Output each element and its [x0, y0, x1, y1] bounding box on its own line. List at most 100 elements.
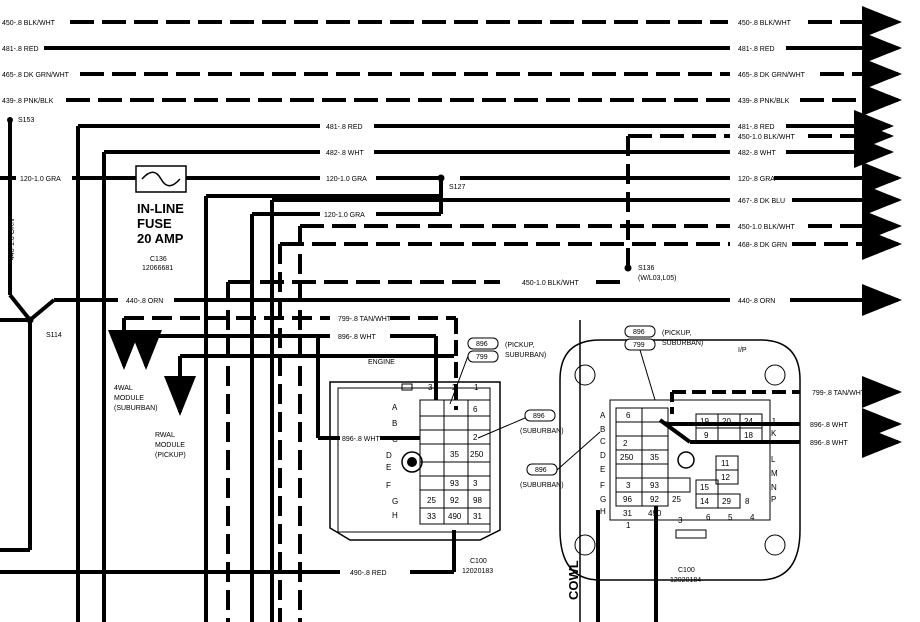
fuse-label: 20 AMP [137, 231, 184, 246]
cavity-number: 2 [452, 383, 457, 392]
row-letter: N [771, 483, 777, 492]
inline-fuse: IN-LINE FUSE 20 AMP C136 12066681 [135, 165, 187, 272]
wire-896-engine: 896-.8 WHT [316, 336, 420, 443]
cavity-number: 3 [428, 383, 433, 392]
wire-440-orn: 440-.8 ORN 440-.8 ORN S114 [0, 284, 902, 552]
engine-cavity-grid [419, 399, 491, 525]
wire-label: 482-.8 WHT [738, 150, 776, 157]
wire-label: 439-.8 PNK/BLK [738, 98, 790, 105]
callout-label: 896 [476, 341, 488, 348]
wire-label: 481-.8 RED [326, 124, 363, 131]
cavity-label: 96 [623, 495, 632, 504]
wire-label: 896-.8 WHT [810, 422, 848, 429]
wire-label: 450-1.0 BLK/WHT [738, 224, 796, 231]
wire-481: 481-.8 RED 481-.8 RED [2, 32, 902, 64]
cavity-label: 35 [450, 450, 459, 459]
wire-label: 482-.8 WHT [326, 150, 364, 157]
cavity-label: 12 [721, 473, 730, 482]
connector-part: 12020183 [462, 568, 493, 575]
callout-label: 896 [533, 413, 545, 420]
fuse-label: IN-LINE [137, 201, 184, 216]
cavity-number: 5 [728, 513, 733, 522]
wire-label: 450-.8 BLK/WHT [2, 20, 56, 27]
row-letter: C [600, 437, 606, 446]
wire-label: 120-.8 GRA [738, 176, 775, 183]
wire-label: 481-.8 RED [2, 46, 39, 53]
connector-label: C100 [470, 558, 487, 565]
wire-label: 490-.8 RED [350, 570, 387, 577]
callout-note: SUBURBAN) [505, 352, 546, 359]
module-rwal: RWAL MODULE (PICKUP) [155, 432, 186, 459]
connector-title: I/P [738, 347, 747, 354]
splice-label: S127 [449, 184, 465, 191]
wire-467: 467-.8 DK BLU [272, 184, 902, 216]
wire-label: 450-.8 BLK/WHT [738, 20, 792, 27]
module-label: (PICKUP) [155, 452, 186, 459]
row-letter: F [600, 481, 605, 490]
callout-note: (SUBURBAN) [520, 482, 564, 489]
cavity-label: 31 [623, 509, 632, 518]
cavity-number: 4 [750, 513, 755, 522]
wire-label: 465-.8 DK GRN/WHT [2, 72, 70, 79]
wire-482: 482-.8 WHT 482-.8 WHT [104, 136, 894, 168]
cavity-label: 93 [650, 481, 659, 490]
connector-part: 12066681 [142, 265, 173, 272]
cavity-label: 31 [473, 512, 482, 521]
row-letter: P [771, 495, 776, 504]
module-label: MODULE [155, 442, 185, 449]
callout-label: 896 [633, 329, 645, 336]
connector-title: ENGINE [368, 359, 395, 366]
cavity-label: 8 [745, 497, 750, 506]
cavity-label: 2 [473, 433, 478, 442]
row-letter: H [392, 511, 398, 520]
splice-label: S114 [46, 332, 62, 339]
wire-label: 896-.8 WHT [338, 334, 376, 341]
wire-label: 450-1.0 BLK/WHT [738, 134, 796, 141]
cavity-number: 1 [626, 521, 631, 530]
connector-label: C136 [150, 256, 167, 263]
cavity-label: 2 [623, 439, 628, 448]
wire-label: 465-.8 DK GRN/WHT [738, 72, 806, 79]
row-letter: D [600, 451, 606, 460]
cavity-label: 18 [744, 431, 753, 440]
cavity-label: 93 [450, 479, 459, 488]
callout-label: 799 [633, 342, 645, 349]
module-4wal: 4WAL MODULE (SUBURBAN) [114, 385, 158, 412]
cavity-label: 25 [672, 495, 681, 504]
row-letter: B [392, 419, 397, 428]
connector-part: 12020184 [670, 577, 701, 584]
cavity-label: 35 [650, 453, 659, 462]
cavity-label: 490 [448, 512, 462, 521]
row-letter: F [386, 481, 391, 490]
callout-label: 896 [535, 467, 547, 474]
harness-verticals: 490-.8 RED [0, 126, 456, 622]
cavity-label: 6 [473, 405, 478, 414]
callout-note: (PICKUP, [505, 342, 534, 349]
wire-120-left: 120-1.0 GRA [0, 176, 136, 183]
ip-right-row-letters: J K L M N P [771, 417, 778, 504]
row-letter: E [386, 463, 391, 472]
wire-label: 120-1.0 GRA [20, 176, 61, 183]
cavity-label: 3 [473, 479, 478, 488]
row-letter: G [392, 497, 398, 506]
wire-label: 467-.8 DK BLU [738, 198, 785, 205]
cavity-label: 15 [700, 483, 709, 492]
callout-note: (PICKUP, [662, 330, 691, 337]
cavity-label: 33 [427, 512, 436, 521]
row-letter: D [386, 451, 392, 460]
cavity-label: 19 [700, 417, 709, 426]
cavity-label: 6 [626, 411, 631, 420]
wire-896-ip: 896-.8 WHT 896-.8 WHT [658, 408, 902, 458]
ip-connector: I/P A B C D E F G H J K L M N P [559, 339, 801, 584]
wire-450-top: 450-.8 BLK/WHT 450-.8 BLK/WHT [2, 6, 902, 38]
wire-label: 439-.8 PNK/BLK [2, 98, 54, 105]
wire-label: 440-.8 ORN [126, 298, 163, 305]
callout-note: (SUBURBAN) [520, 428, 564, 435]
row-letter: A [600, 411, 606, 420]
cavity-label: 14 [700, 497, 709, 506]
row-letter: G [600, 495, 606, 504]
splice-label: S153 [18, 117, 34, 124]
engine-connector: ENGINE 3 2 1 A B C D E F G H [329, 359, 501, 575]
row-letter: A [392, 403, 398, 412]
